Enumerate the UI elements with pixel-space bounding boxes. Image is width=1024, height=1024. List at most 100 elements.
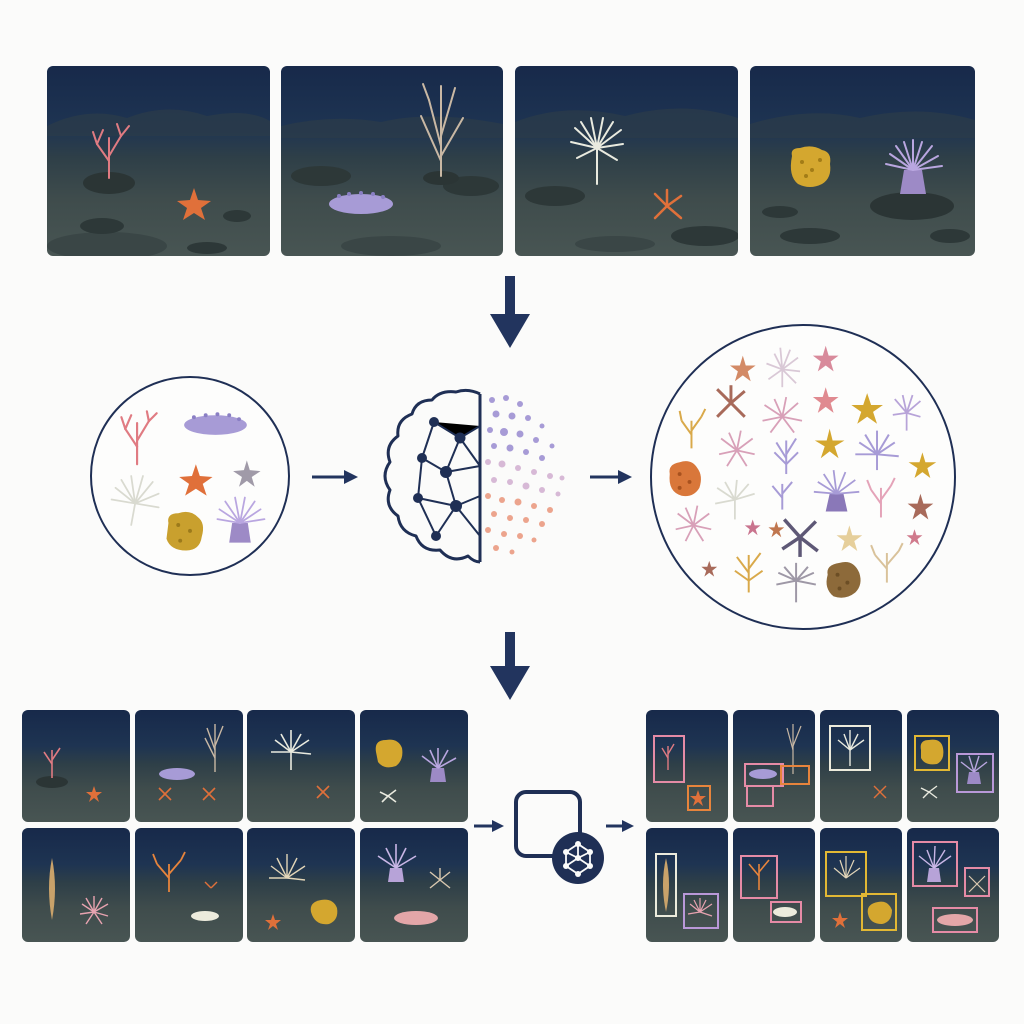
white-crinoid-icon [714, 479, 755, 520]
arrow-right-icon [606, 820, 634, 832]
annotated-photo-2 [733, 710, 815, 822]
bounding-box [861, 893, 897, 931]
rock [83, 172, 135, 194]
pink-coral-icon [92, 123, 130, 179]
brain-network-icon [383, 388, 565, 564]
yellow-starfish-icon [851, 393, 883, 424]
pink-starfish-icon [812, 387, 839, 413]
pink-crinoid-icon [762, 396, 803, 434]
arrow-right-icon [312, 470, 358, 484]
rock [870, 192, 954, 220]
bounding-box [655, 853, 677, 917]
brain-outline [383, 388, 482, 564]
white-crinoid-icon [110, 475, 160, 526]
neural-network-lines [417, 421, 481, 537]
yellow-coral-icon [678, 408, 707, 449]
cream-coral-icon [870, 542, 904, 583]
arrow-right-icon [474, 820, 504, 832]
pink-starfish-icon [906, 529, 923, 546]
orange-starfish-icon [177, 188, 211, 220]
generated-species-circle [650, 324, 956, 630]
seafloor-scene-1 [47, 109, 270, 256]
bounding-box [956, 753, 994, 793]
seafloor-scene-4 [750, 111, 975, 244]
lilac-coral-icon [771, 481, 793, 510]
arrow-right-icon [590, 470, 632, 484]
sea-whip-coral-icon [420, 83, 464, 177]
lilac-crinoid-icon [892, 394, 922, 431]
purple-anemone-icon [813, 469, 860, 512]
bounding-box [770, 901, 802, 923]
seafloor-photo-2 [281, 66, 503, 256]
lilac-crinoid-icon [855, 430, 899, 471]
annotated-photo-1 [646, 710, 728, 822]
generated-species-set [669, 345, 937, 603]
sea-cucumber-icon [329, 191, 393, 214]
annotated-photo-8 [907, 828, 999, 942]
yellow-sponge-icon [166, 511, 204, 551]
yellow-starfish-icon [908, 452, 937, 478]
pink-starfish-icon [744, 519, 761, 536]
example-species-circle [90, 376, 290, 576]
bounding-box [687, 785, 711, 811]
seafloor-photo-3 [515, 66, 738, 256]
seafloor-scene-3 [515, 108, 738, 252]
example-species-set [110, 410, 266, 551]
orange-brittle-star-icon [653, 188, 683, 220]
brown-starfish-icon [701, 560, 718, 577]
unlabeled-photo-7 [247, 828, 355, 942]
neural-network-nodes [413, 417, 466, 541]
arrow-down-icon [490, 632, 530, 700]
purple-anemone-icon [216, 496, 266, 543]
bounding-box [825, 851, 867, 897]
pink-crinoid-icon [675, 505, 712, 542]
brown-starfish-icon [907, 493, 934, 520]
seafloor-scene-2 [281, 83, 503, 256]
embedding-dots [485, 395, 565, 555]
yellow-coral-icon [734, 552, 764, 593]
bounding-box [932, 907, 978, 933]
yellow-starfish-icon [814, 428, 845, 459]
orange-starfish-icon [729, 355, 756, 382]
annotated-photo-7 [820, 828, 902, 942]
annotated-photo-3 [820, 710, 902, 822]
seafloor-photo-1 [47, 66, 270, 256]
pink-coral-icon [866, 477, 896, 518]
unlabeled-photo-1 [22, 710, 130, 822]
purple-anemone-icon [885, 139, 943, 194]
bounding-box [653, 735, 685, 783]
dark-brittle-star-icon [781, 518, 819, 557]
sea-cucumber-icon [184, 412, 247, 435]
pink-coral-icon [120, 410, 158, 466]
cream-starfish-icon [836, 525, 863, 552]
arrow-down-icon [490, 276, 530, 348]
white-crinoid-icon [766, 347, 801, 388]
unlabeled-photo-6 [135, 828, 243, 942]
pink-starfish-icon [812, 345, 839, 372]
orange-sponge-icon [669, 461, 701, 497]
brown-starfish-icon [768, 521, 785, 538]
bounding-box [964, 867, 990, 897]
pink-crinoid-icon [718, 430, 755, 467]
unlabeled-photo-2 [135, 710, 243, 822]
annotated-photo-6 [733, 828, 815, 942]
brown-sponge-icon [826, 561, 861, 598]
bounding-box [780, 765, 810, 785]
bounding-box [914, 735, 950, 771]
bounding-box [683, 893, 719, 929]
detector-network-icon [514, 790, 604, 884]
bounding-box [746, 785, 774, 807]
sea-pen-icon [49, 858, 55, 920]
bounding-box [740, 855, 778, 899]
yellow-sponge-icon [790, 146, 831, 187]
unlabeled-photo-5 [22, 828, 130, 942]
bounding-box [912, 841, 958, 887]
unlabeled-photo-3 [247, 710, 355, 822]
unlabeled-photo-4 [360, 710, 468, 822]
orange-starfish-icon [179, 464, 213, 496]
bounding-box [829, 725, 871, 771]
white-crinoid-icon [570, 117, 624, 185]
grey-starfish-icon [233, 460, 261, 487]
grey-crinoid-icon [776, 562, 817, 603]
seafloor-photo-4 [750, 66, 975, 256]
